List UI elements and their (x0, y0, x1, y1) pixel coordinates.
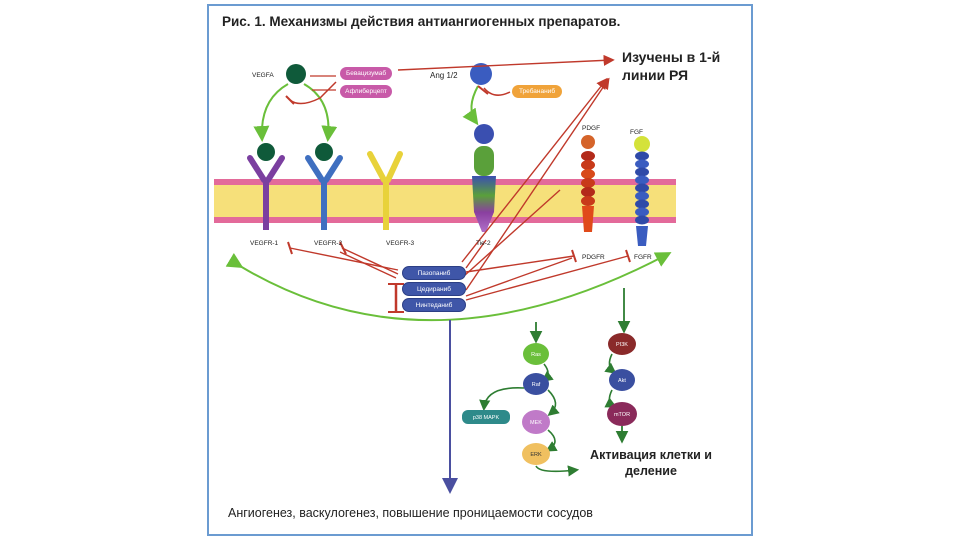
vegfa-to-vegfr2-arrow (303, 83, 338, 142)
mtor-node-icon (607, 402, 637, 426)
mtor-label: mTOR (614, 412, 630, 418)
cediranib-pill: Цедираниб (402, 282, 466, 296)
aflibercept-pill: Афлиберцепт (340, 85, 392, 98)
pi3k-pathway (604, 288, 637, 444)
pdgfr-receptor-icon (581, 135, 595, 232)
mek-label: MEK (530, 420, 542, 426)
ang-ligand-icon (470, 63, 492, 85)
mek-node-icon (522, 410, 550, 434)
angiogenesis-caption: Ангиогенез, васкулогенез, повышение прон… (228, 506, 593, 520)
vegfr2-label: VEGFR-2 (314, 240, 343, 247)
akt-node-icon (609, 369, 635, 391)
ras-node-icon (523, 343, 549, 365)
ang-to-tie2-arrow (462, 85, 479, 126)
ang-inhibition-line (483, 87, 511, 96)
pazopanib-pill: Пазопаниб (402, 266, 466, 280)
vegfr3-label: VEGFR-3 (386, 240, 415, 247)
fgfr-receptor-icon (634, 136, 650, 246)
ang-label: Ang 1/2 (430, 71, 458, 80)
fgf-label: FGF (630, 129, 643, 136)
bevacizumab-pill: Бевацизумаб (340, 67, 392, 80)
raf-label: Raf (532, 382, 541, 388)
ras-label: Ras (531, 352, 541, 358)
studied-first-line-note: Изучены в 1-й линии РЯ (622, 49, 721, 83)
trebananib-pill: Требананиб (512, 85, 562, 98)
vegfr1-label: VEGFR-1 (250, 240, 279, 247)
vegfa-inhibition-line (289, 81, 337, 105)
activation-arc (225, 252, 672, 322)
akt-label: Akt (618, 378, 626, 384)
tie2-receptor-icon (472, 124, 496, 232)
tie2-label: Tie-2 (476, 240, 491, 247)
vegfa-label: VEGFA (252, 72, 274, 79)
nintedanib-pill: Нинтеданиб (402, 298, 466, 312)
mapk-pathway (462, 322, 580, 477)
p38-label: p38 MAPK (473, 415, 500, 421)
erk-label: ERK (530, 452, 542, 458)
vegfr2-receptor-icon (305, 143, 343, 230)
raf-node-icon (523, 373, 549, 395)
pi3k-label: PI3K (616, 342, 628, 348)
vegfr1-receptor-icon (247, 143, 285, 230)
fgfr-label: FGFR (634, 254, 652, 261)
pdgfr-label: PDGFR (582, 254, 605, 261)
p38-mapk-node-icon (462, 410, 510, 424)
erk-node-icon (522, 443, 550, 465)
vegfr3-receptor-icon (367, 151, 403, 230)
pdgf-label: PDGF (582, 125, 600, 132)
figure-title: Рис. 1. Механизмы действия антиангиогенн… (222, 14, 621, 29)
vegfa-ligand-icon (286, 64, 306, 84)
cell-activation-note: Активация клетки и деление (590, 448, 712, 478)
cell-membrane (214, 179, 676, 223)
vegfa-to-vegfr1-arrow (253, 83, 289, 142)
pi3k-node-icon (608, 333, 636, 355)
